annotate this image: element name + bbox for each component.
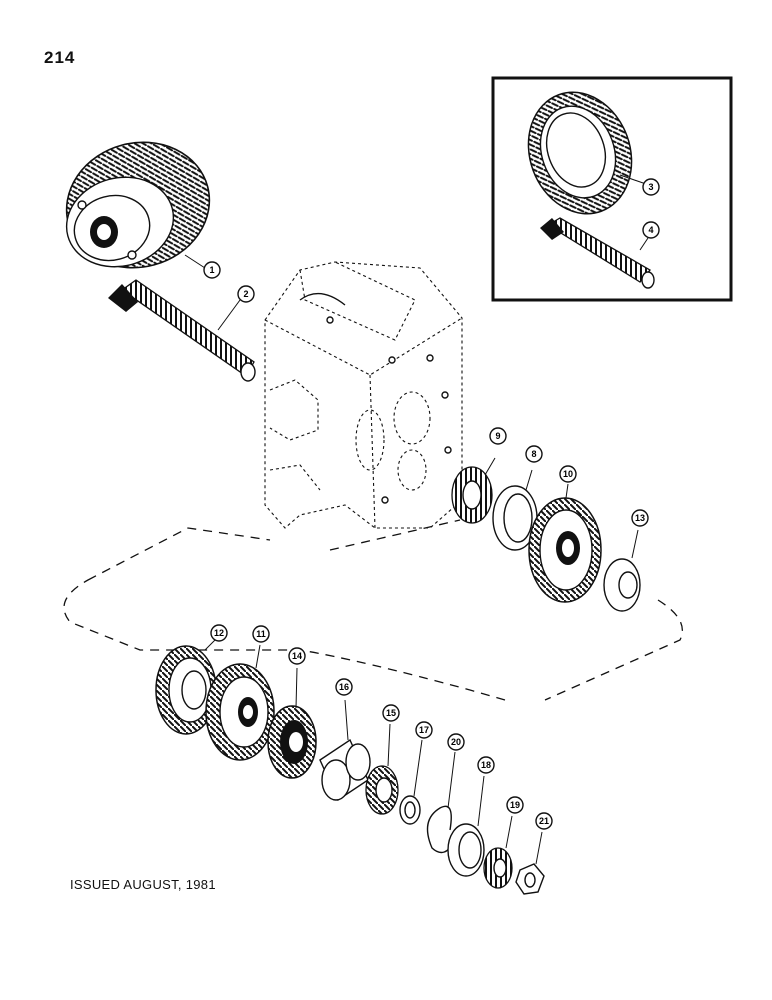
callout-label-9: 9 bbox=[495, 431, 500, 441]
snap-ring-20 bbox=[426, 751, 456, 854]
callout-16: 16 bbox=[335, 678, 353, 696]
callout-label-13: 13 bbox=[635, 513, 645, 523]
component-group-outline bbox=[63, 519, 684, 701]
callout-label-16: 16 bbox=[339, 682, 349, 692]
spacer-13 bbox=[603, 529, 641, 612]
callout-10: 10 bbox=[559, 465, 577, 483]
callout-label-19: 19 bbox=[510, 800, 520, 810]
gear-12 bbox=[155, 639, 217, 735]
callout-label-17: 17 bbox=[419, 725, 429, 735]
callout-label-20: 20 bbox=[451, 737, 461, 747]
ring-gear-inset bbox=[527, 91, 647, 215]
callout-21: 21 bbox=[535, 812, 553, 830]
callout-label-10: 10 bbox=[563, 469, 573, 479]
callout-17: 17 bbox=[415, 721, 433, 739]
callout-20: 20 bbox=[447, 733, 465, 751]
callout-3: 3 bbox=[642, 178, 660, 196]
callout-label-18: 18 bbox=[481, 760, 491, 770]
callout-13: 13 bbox=[631, 509, 649, 527]
gear-10 bbox=[528, 483, 602, 603]
callout-label-21: 21 bbox=[539, 816, 549, 826]
callout-label-11: 11 bbox=[256, 629, 266, 639]
nut-21 bbox=[515, 831, 545, 895]
sleeve-16 bbox=[319, 699, 371, 802]
callout-label-1: 1 bbox=[209, 265, 214, 275]
callout-label-8: 8 bbox=[531, 449, 536, 459]
callout-11: 11 bbox=[252, 625, 270, 643]
callout-18: 18 bbox=[477, 756, 495, 774]
callout-label-2: 2 bbox=[243, 289, 248, 299]
callout-label-12: 12 bbox=[214, 628, 224, 638]
gear-11 bbox=[205, 644, 275, 761]
callout-1: 1 bbox=[203, 261, 221, 279]
bearing-cup-8 bbox=[492, 469, 538, 551]
callout-label-15: 15 bbox=[386, 708, 396, 718]
inset-frame bbox=[491, 76, 733, 302]
bearing-cup-18 bbox=[447, 775, 485, 877]
callout-4: 4 bbox=[642, 221, 660, 239]
ring-gear-assembly bbox=[65, 141, 211, 269]
callout-19: 19 bbox=[506, 796, 524, 814]
pinion-shaft-inset bbox=[540, 217, 655, 289]
callout-label-3: 3 bbox=[648, 182, 653, 192]
callout-12: 12 bbox=[210, 624, 228, 642]
callout-15: 15 bbox=[382, 704, 400, 722]
bearing-cone-19 bbox=[483, 815, 513, 889]
callout-8: 8 bbox=[525, 445, 543, 463]
transmission-housing bbox=[264, 261, 463, 529]
callout-9: 9 bbox=[489, 427, 507, 445]
gear-14 bbox=[267, 667, 317, 779]
callout-2: 2 bbox=[237, 285, 255, 303]
callout-label-14: 14 bbox=[292, 651, 302, 661]
issued-date: ISSUED AUGUST, 1981 bbox=[70, 877, 216, 892]
bearing-cone-9 bbox=[451, 457, 496, 524]
callout-label-4: 4 bbox=[648, 225, 653, 235]
gear-15 bbox=[365, 723, 399, 815]
pinion-shaft bbox=[108, 279, 256, 382]
page-number: 214 bbox=[44, 48, 76, 67]
ring-17 bbox=[399, 739, 423, 825]
callout-14: 14 bbox=[288, 647, 306, 665]
